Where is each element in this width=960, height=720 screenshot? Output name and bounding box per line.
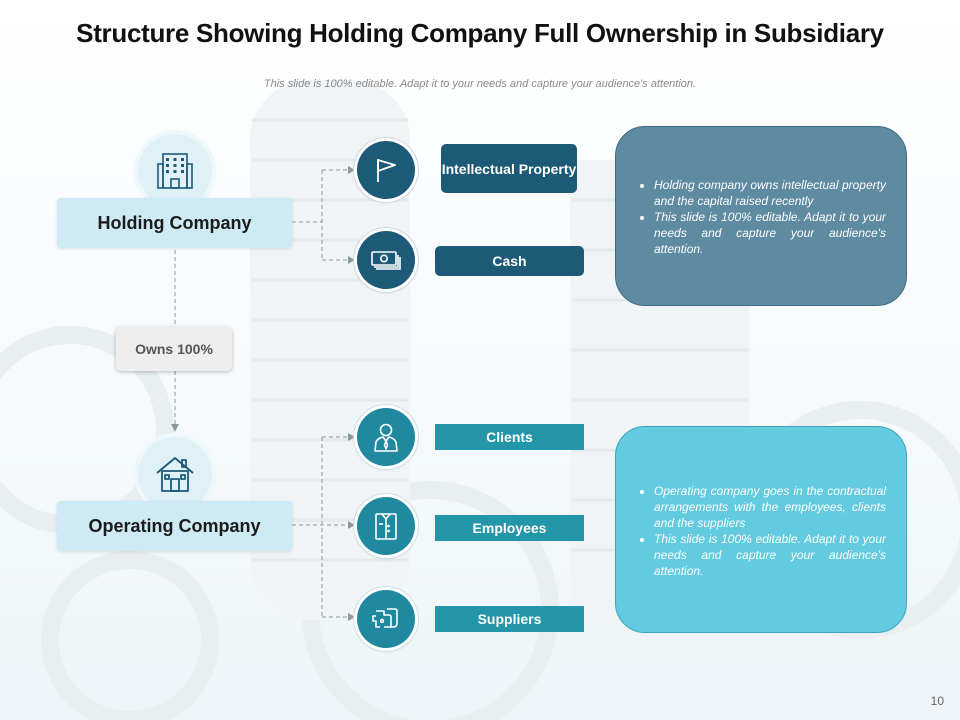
clients-icon-circle [357, 408, 415, 466]
operating-description-list: Operating company goes in the contractua… [616, 483, 906, 579]
flag-icon [377, 159, 396, 182]
handshake-icon [372, 608, 398, 628]
businessman-icon [374, 423, 398, 452]
holding-description-list: Holding company owns intellectual proper… [616, 177, 906, 257]
suppliers-label: Suppliers [435, 606, 584, 632]
holding-description-item: Holding company owns intellectual proper… [654, 177, 886, 209]
operating-description-item: Operating company goes in the contractua… [654, 483, 886, 531]
intellectual-property-icon-circle [357, 141, 415, 199]
page-number: 10 [930, 694, 944, 708]
cash-icon [371, 251, 401, 270]
slide-subtitle: This slide is 100% editable. Adapt it to… [263, 78, 697, 90]
clients-label: Clients [435, 424, 584, 450]
ownership-badge: Owns 100% [116, 327, 232, 371]
holding-company-icon-circle [138, 134, 212, 208]
slide-title: Structure Showing Holding Company Full O… [76, 18, 884, 48]
shirt-icon [375, 513, 397, 540]
holding-description-panel: Holding company owns intellectual proper… [615, 126, 907, 306]
employees-label: Employees [435, 515, 584, 541]
suppliers-icon-circle [357, 590, 415, 648]
operating-description-panel: Operating company goes in the contractua… [615, 426, 907, 633]
cash-icon-circle [357, 231, 415, 289]
office-building-icon [157, 153, 193, 189]
cash-label: Cash [435, 246, 584, 276]
employees-icon-circle [357, 497, 415, 555]
operating-company-icon-circle [138, 437, 212, 511]
holding-description-item: This slide is 100% editable. Adapt it to… [654, 209, 886, 257]
operating-description-item: This slide is 100% editable. Adapt it to… [654, 531, 886, 579]
holding-company-box: Holding Company [57, 198, 292, 248]
operating-company-box: Operating Company [57, 501, 292, 551]
intellectual-property-label: Intellectual Property [441, 144, 577, 193]
house-icon [156, 457, 194, 492]
